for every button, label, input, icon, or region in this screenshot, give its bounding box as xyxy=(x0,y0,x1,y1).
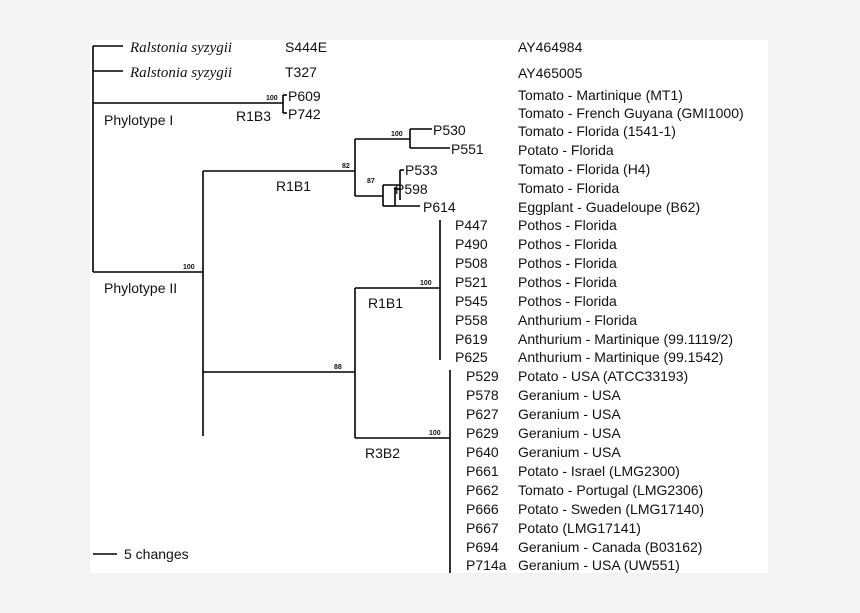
taxon-description: Pothos - Florida xyxy=(518,217,617,233)
taxon-description: Pothos - Florida xyxy=(518,274,617,290)
taxon-strain: P714a xyxy=(466,557,507,573)
taxon-genus: Ralstonia syzygii xyxy=(129,65,232,81)
taxon-strain: P533 xyxy=(405,162,438,178)
taxon-description: Pothos - Florida xyxy=(518,236,617,252)
phylogenetic-tree-panel: Ralstonia syzygii S444E AY464984 Ralston… xyxy=(90,40,768,573)
taxon-description: AY464984 xyxy=(518,40,583,55)
taxon-description: Geranium - USA xyxy=(518,387,621,403)
taxon-description: Tomato - Florida (H4) xyxy=(518,161,650,177)
taxon-strain: P578 xyxy=(466,387,499,403)
taxon-strain: P614 xyxy=(423,199,456,215)
taxon-description: Geranium - USA xyxy=(518,425,621,441)
taxon-strain: P558 xyxy=(455,312,488,328)
taxon-strain: P661 xyxy=(466,463,499,479)
taxon-strain: P640 xyxy=(466,444,499,460)
taxon-strain: P619 xyxy=(455,331,488,347)
taxon-strain: P666 xyxy=(466,501,499,517)
taxon-description: Tomato - Martinique (MT1) xyxy=(518,87,683,103)
taxon-strain: P530 xyxy=(433,122,466,138)
taxon-description: Tomato - French Guyana (GMI1000) xyxy=(518,105,744,121)
taxon-description: Eggplant - Guadeloupe (B62) xyxy=(518,199,700,215)
taxon-strain: S444E xyxy=(285,40,327,55)
clade-label-r1b1-upper: R1B1 xyxy=(276,178,311,194)
taxon-strain: P521 xyxy=(455,274,488,290)
taxon-strain: P742 xyxy=(288,106,321,122)
taxon-description: Potato - Florida xyxy=(518,142,614,158)
bootstrap-value: 88 xyxy=(334,364,342,371)
taxon-description: AY465005 xyxy=(518,65,583,81)
taxon-strain: P529 xyxy=(466,368,499,384)
taxon-strain: P490 xyxy=(455,236,488,252)
bootstrap-value: 100 xyxy=(429,430,441,437)
taxon-strain: P609 xyxy=(288,88,321,104)
tree-branches xyxy=(92,45,451,573)
bootstrap-value: 100 xyxy=(420,280,432,287)
taxon-description: Anthurium - Martinique (99.1119/2) xyxy=(518,331,733,347)
taxon-strain: P545 xyxy=(455,293,488,309)
taxon-strain: P629 xyxy=(466,425,499,441)
taxon-description: Geranium - USA (UW551) xyxy=(518,557,680,573)
taxon-description: Tomato - Portugal (LMG2306) xyxy=(518,482,703,498)
clade-label-r3b2: R3B2 xyxy=(365,445,400,461)
taxon-description: Pothos - Florida xyxy=(518,255,617,271)
taxon-strain: P508 xyxy=(455,255,488,271)
taxon-strain: T327 xyxy=(285,64,317,80)
phylogenetic-tree: Ralstonia syzygii S444E AY464984 Ralston… xyxy=(92,40,744,573)
taxon-description: Tomato - Florida xyxy=(518,180,619,196)
taxon-description: Anthurium - Florida xyxy=(518,312,637,328)
taxon-strain: P598 xyxy=(395,181,428,197)
taxon-description: Potato (LMG17141) xyxy=(518,520,641,536)
clade-label-r1b1-lower: R1B1 xyxy=(368,295,403,311)
taxon-description: Potato - USA (ATCC33193) xyxy=(518,368,688,384)
taxon-strain: P662 xyxy=(466,482,499,498)
taxon-strain: P551 xyxy=(451,141,484,157)
taxon-description: Potato - Sweden (LMG17140) xyxy=(518,501,704,517)
taxon-description: Geranium - Canada (B03162) xyxy=(518,539,702,555)
clade-label-r1b3: R1B3 xyxy=(236,108,271,124)
bootstrap-value: 100 xyxy=(183,264,195,271)
bootstrap-value: 100 xyxy=(266,95,278,102)
taxon-description: Geranium - USA xyxy=(518,444,621,460)
bootstrap-value: 100 xyxy=(391,131,403,138)
clade-label-phylotype-i: Phylotype I xyxy=(104,112,173,128)
bootstrap-value: 87 xyxy=(367,178,375,185)
taxon-description: Geranium - USA xyxy=(518,406,621,422)
taxon-strain: P667 xyxy=(466,520,499,536)
bootstrap-value: 82 xyxy=(342,163,350,170)
scale-bar-label: 5 changes xyxy=(124,546,189,562)
taxon-strain: P694 xyxy=(466,539,499,555)
taxon-strain: P447 xyxy=(455,217,488,233)
taxon-description: Pothos - Florida xyxy=(518,293,617,309)
clade-label-phylotype-ii: Phylotype II xyxy=(104,280,177,296)
taxon-description: Tomato - Florida (1541-1) xyxy=(518,123,676,139)
taxon-genus: Ralstonia syzygii xyxy=(129,40,232,56)
taxon-strain: P627 xyxy=(466,406,499,422)
taxon-description: Potato - Israel (LMG2300) xyxy=(518,463,680,479)
taxon-description: Anthurium - Martinique (99.1542) xyxy=(518,349,723,365)
taxon-strain: P625 xyxy=(455,349,488,365)
